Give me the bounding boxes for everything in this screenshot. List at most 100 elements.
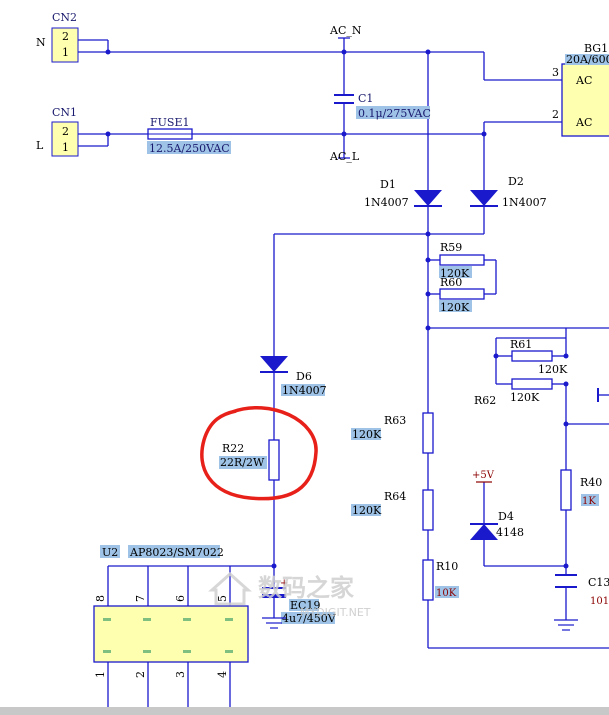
resistor-r64: R64 120K [351,489,434,531]
r63-value-highlight [351,428,381,440]
u2-pin-6: 6 [174,595,187,602]
watermark: 数码之家 MYDIGIT.NET [208,571,371,619]
cn2-ref: CN2 [52,11,77,24]
cn2-net: N [36,36,46,49]
r61-ref: R61 [510,338,532,351]
cn1-pin-top: 2 [62,125,69,138]
r62-ref: R62 [474,394,496,407]
watermark-house-icon [208,571,252,606]
c1-value-highlight [356,106,430,119]
r10-value-highlight [435,586,459,598]
r60-value-highlight [439,300,472,312]
u2-pin-2: 2 [134,671,147,678]
bg1-ac-bottom: AC [575,116,592,129]
supply-5v: +5V [472,470,495,483]
supply-label: +5V [472,470,495,481]
resistor-r22: R22 22R/2W [219,439,280,481]
junctions [105,49,569,569]
u2-pin-8: 8 [94,595,107,602]
r64-ref: R64 [384,490,406,503]
cn2-pin-top: 2 [62,30,69,43]
d1-ref: D1 [380,178,396,191]
bg1-value: 20A/600 [566,53,609,66]
bg1-value-highlight [565,54,609,65]
bg1-pin3: 3 [552,66,559,79]
d6-ref: D6 [296,370,312,383]
d1-value: 1N4007 [364,196,409,209]
r59-ref: R59 [440,241,462,254]
r59-value-highlight [439,266,472,278]
connector-cn2: 2 1 CN2 N [36,11,79,63]
r22-ref: R22 [222,442,244,455]
r40-value-highlight [581,494,599,506]
u2-pin-1: 1 [94,671,107,678]
u2-ref-highlight [100,545,120,558]
cn1-ref: CN1 [52,106,77,119]
cn1-net: L [36,139,44,152]
ic-u2: U2 AP8023/SM7022 8 7 6 5 1 2 3 4 [93,545,249,678]
r63-ref: R63 [384,414,406,427]
c1-ref: C1 [358,92,373,105]
d6-value-highlight [281,384,325,396]
cn2-pin-bottom: 1 [62,46,69,59]
d4-ref: D4 [498,510,514,523]
r10-ref: R10 [436,560,458,573]
resistor-r61: R61 120K [510,338,568,376]
r60-value: 120K [440,301,470,314]
r10-value: 10K [436,588,457,599]
diode-d4: D4 4148 [470,510,524,540]
d2-ref: D2 [508,175,524,188]
watermark-en: MYDIGIT.NET [300,606,371,619]
resistor-r59: R59 120K [439,241,485,280]
resistor-r60: R60 120K [439,276,485,314]
ec19-ref-highlight [289,599,319,611]
bg1-ac-top: AC [575,74,592,87]
ground-c13 [554,619,578,631]
u2-part-highlight [128,545,220,558]
ec19-value-highlight [281,612,335,624]
capacitor-c1: C1 0.1μ/275VAC AC_N AC_L [329,24,431,163]
r63-value: 120K [352,428,382,441]
fuse-value: 12.5A/250VAC [149,142,230,155]
r64-value: 120K [352,504,382,517]
r60-ref: R60 [440,276,462,289]
d4-value: 4148 [496,526,524,539]
annotation-circle [200,406,318,501]
capacitor-c13: C13 101 [555,574,609,607]
ec19-ref: EC19 [290,599,320,612]
net-ac-l: AC_L [329,150,360,163]
bottom-scrollbar[interactable] [0,707,609,715]
c13-ref: C13 [588,576,609,589]
u2-pin-3: 3 [174,671,187,678]
u2-part: AP8023/SM7022 [129,546,224,559]
d6-value: 1N4007 [282,384,327,397]
bridge-bg1: BG1 20A/600 AC AC 3 2 [552,42,609,137]
d2-value: 1N4007 [502,196,547,209]
u2-pin-5: 5 [216,595,229,602]
resistor-r62: R62 120K [474,378,553,407]
capacitor-ec19: + EC19 4u7/450V [262,578,337,625]
diode-d2: D2 1N4007 [470,175,547,209]
ground-ec19 [262,617,286,629]
u2-pin-4: 4 [216,671,229,678]
resistor-r10: R10 10K [422,559,459,601]
diode-d6: D6 1N4007 [260,356,327,397]
bg1-pin2: 2 [552,108,559,121]
fuse-ref: FUSE1 [150,116,189,129]
cn1-pin-bottom: 1 [62,141,69,154]
resistor-r40: R40 1K [560,469,602,511]
u2-pin-7: 7 [134,595,147,602]
r40-value: 1K [582,496,596,507]
r22-value: 22R/2W [220,456,265,469]
r40-ref: R40 [580,476,602,489]
fuse-fuse1: FUSE1 12.5A/250VAC [147,116,231,155]
r62-value: 120K [510,391,540,404]
diode-d1: D1 1N4007 [364,178,442,209]
r59-value: 120K [440,267,470,280]
ec19-polarity: + [280,578,288,589]
connector-cn1: 2 1 CN1 L [36,106,79,157]
watermark-cn: 数码之家 [258,574,354,602]
ec19-value: 4u7/450V [282,612,337,625]
r61-value: 120K [538,363,568,376]
